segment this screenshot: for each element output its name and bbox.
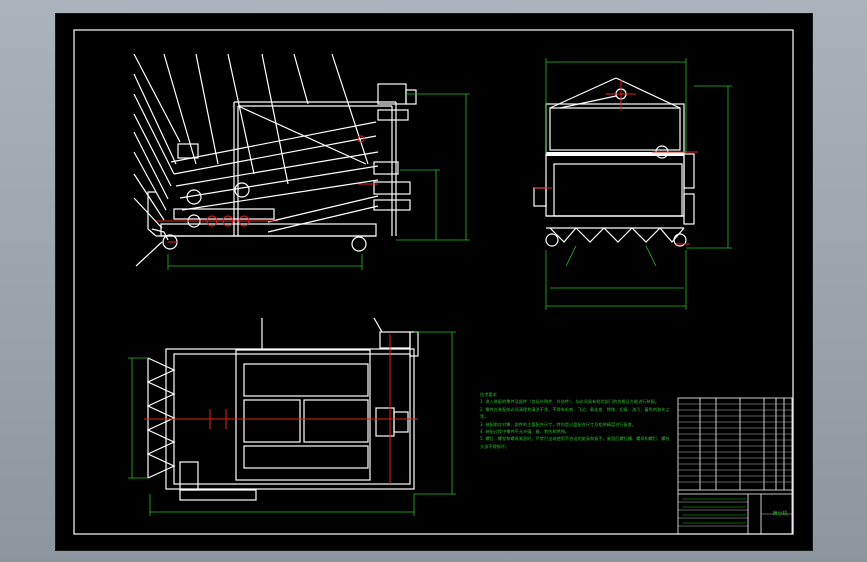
drawing-sheet: 技术要求 1. 进入装配的零件及部件（包括外购件、外协件），均必须具有检验部门的… (55, 13, 813, 551)
top-view (146, 317, 419, 501)
note-item: 2. 零件在装配前必须清理和清洗干净，不得有毛刺、飞边、氧化皮、锈蚀、切屑、油污… (480, 406, 670, 420)
side-view-dimensions (167, 93, 470, 270)
front-view (533, 77, 695, 243)
side-view-red-marks (156, 135, 378, 243)
note-item: 4. 装配过程中零件不允许磕、碰、划伤和锈蚀。 (480, 429, 570, 435)
title-block-rows (678, 403, 792, 527)
top-view-red-marks (144, 334, 418, 484)
cad-drawing (73, 29, 794, 535)
note-item: 5. 螺钉、螺栓和螺母紧固时，严禁打击或使用不合适的旋具和扳手。紧固后螺钉槽、螺… (480, 436, 670, 449)
note-item: 3. 装配前应对零、部件的主要配合尺寸，特别是过盈配合尺寸及相关精度进行复查。 (480, 421, 637, 427)
front-view-wheels (545, 88, 687, 247)
title-block-name: 筛分机 (772, 511, 788, 517)
front-view-dimensions (545, 58, 732, 310)
notes-heading: 技术要求 (480, 392, 497, 397)
title-block-green (682, 498, 746, 524)
inner-border (73, 29, 794, 535)
title-block (677, 397, 793, 535)
front-view-red-marks (534, 80, 698, 245)
note-item: 1. 进入装配的零件及部件（包括外购件、外协件），均必须具有检验部门的合格证方能… (480, 399, 660, 405)
side-view-wheels (162, 182, 367, 252)
side-view (133, 53, 417, 267)
top-view-dimensions (128, 331, 456, 516)
technical-requirements: 技术要求 1. 进入装配的零件及部件（包括外购件、外协件），均必须具有检验部门的… (480, 391, 670, 450)
